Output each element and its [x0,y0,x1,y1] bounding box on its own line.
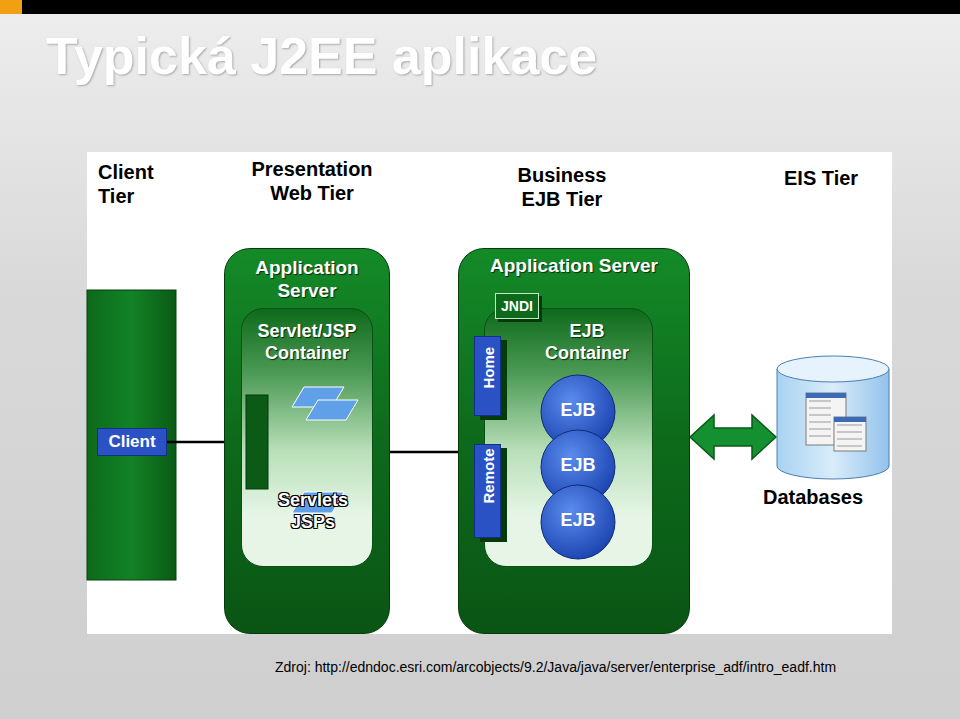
tier-heading: Business EJB Tier [500,163,624,211]
home-interface: Home [474,336,501,416]
node-text: EJB [540,400,616,421]
node-text: Application Server [225,249,389,303]
client-box: Client [97,428,167,456]
table-row [837,432,862,433]
table-row [837,425,862,426]
node-text: Application Server [459,249,689,278]
web-app-server: Application Server Servlet/JSP Container… [224,248,390,634]
tier-heading: Presentation Web Tier [237,157,387,205]
source-caption: Zdroj: http://edndoc.esri.com/arcobjects… [275,659,836,675]
connector [690,415,776,459]
bean-outline [541,485,615,559]
node-text: EJB [540,510,616,531]
servlet-icon [306,400,358,420]
cylinder-body [777,369,889,479]
node-text: EJB Container [527,309,647,364]
ejb-container: EJB ContainerEJB EJB EJB [484,308,653,567]
table-row [809,401,831,402]
database: Databases [776,355,890,480]
remote-interface: Remote [474,444,501,538]
table-row [809,436,831,437]
client-band [87,290,176,580]
node-text: Servlet/JSP Container [242,309,372,364]
database-cylinder [776,355,890,480]
table-row [809,415,831,416]
node-text: Servlets JSPs [258,490,368,533]
table-row [837,446,862,447]
table-header [834,417,866,422]
node-text: Databases [756,486,870,509]
web-entry-strip [246,395,268,489]
ejb-app-server: Application ServerEJB ContainerEJBEJBEJB… [458,248,690,634]
top-bar [0,0,960,14]
node-text: Home [479,364,496,389]
table-row [809,422,831,423]
tier-heading: EIS Tier [784,166,894,190]
node-text: Remote [479,479,496,504]
node-text: EJB [540,455,616,476]
accent-square [0,0,22,14]
servlet-container: Servlet/JSP ContainerServlets JSPs [241,308,373,567]
table-header [806,393,846,398]
node-text: JNDI [496,294,538,318]
cylinder-top [777,356,889,382]
white-panel [87,152,892,634]
table-icon [834,417,866,451]
slide-title: Typická J2EE aplikace [46,30,597,82]
ejb-bean: EJB [540,484,616,560]
table-row [809,408,831,409]
table-row [809,429,831,430]
connector-line [167,441,231,444]
double-arrow [690,415,776,459]
tier-heading: Client Tier [98,160,178,208]
node-text: Client [98,429,166,455]
jndi-box: JNDI [495,293,539,319]
table-row [837,439,862,440]
